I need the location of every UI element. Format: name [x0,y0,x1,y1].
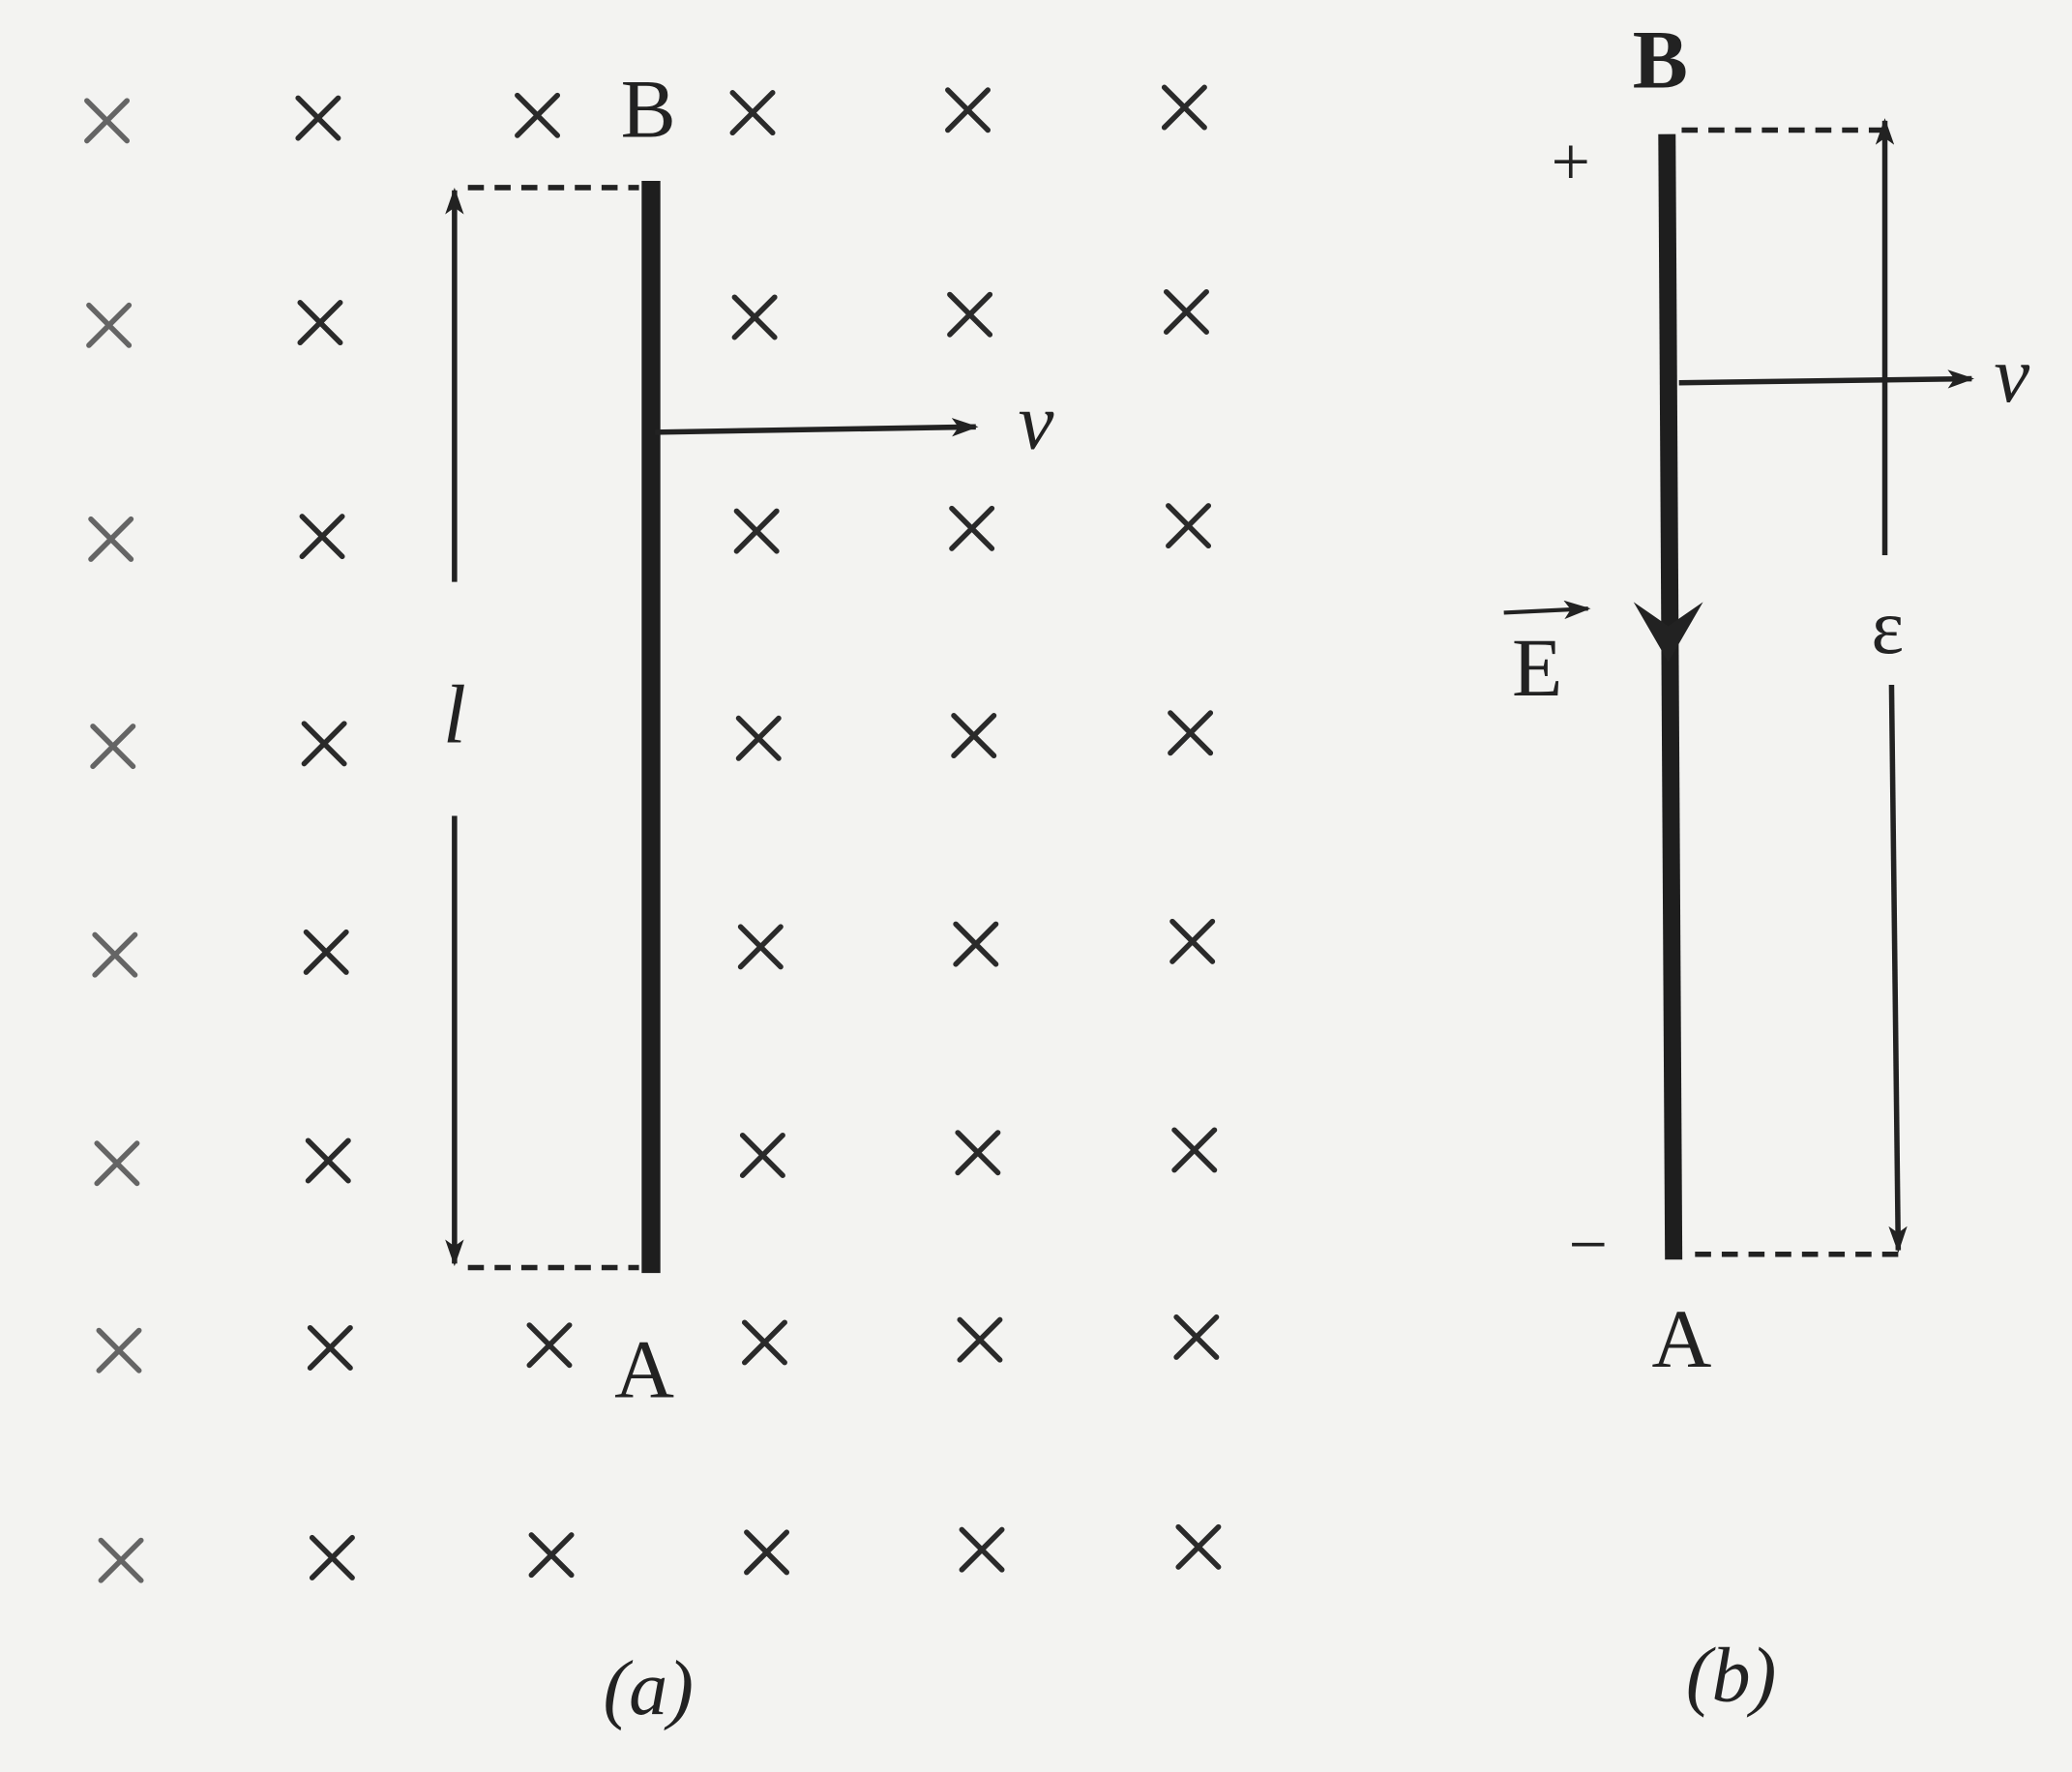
velocity-arrow [655,418,979,437]
cross-mark-icon [1175,1523,1222,1570]
magnetic-field-into-page [84,84,1222,1583]
figure-b: ε v B A + − E (b) [1503,14,2029,1718]
conducting-rod [1658,133,1683,1260]
emf-label: ε [1871,585,1904,670]
emf-arrow-down [1888,684,1908,1254]
figure-a: l v B A (a) [443,63,1054,1731]
length-label: l [443,668,466,760]
point-a-label: A [614,1324,674,1416]
minus-sign: − [1568,1206,1608,1284]
cross-mark-icon [1166,503,1212,549]
cross-mark-icon [739,1132,785,1178]
cross-mark-icon [951,713,997,759]
cross-mark-icon [729,90,776,136]
cross-mark-icon [731,294,778,340]
electric-field-label: E [1512,622,1562,714]
cross-mark-icon [84,98,131,144]
point-a-label: A [1652,1293,1712,1385]
cross-mark-icon [299,514,345,560]
cross-mark-icon [303,929,349,975]
vector-arrow-icon [1503,600,1591,620]
cross-mark-icon [744,1529,790,1576]
cross-mark-icon [957,1316,1003,1363]
cross-mark-icon [309,1534,355,1580]
cross-mark-icon [945,87,992,133]
cross-mark-icon [953,921,999,967]
cross-mark-icon [959,1526,1005,1573]
cross-mark-icon [947,291,993,338]
caption-b: (b) [1686,1633,1776,1718]
cross-mark-icon [1173,1314,1220,1360]
cross-mark-icon [94,1140,140,1187]
cross-mark-icon [86,302,133,348]
cross-mark-icon [295,95,341,141]
velocity-label: v [1994,330,2029,419]
caption-a: (a) [604,1646,694,1731]
cross-mark-icon [1169,918,1216,964]
cross-mark-icon [1163,288,1209,335]
velocity-arrow [1678,369,1975,389]
cross-mark-icon [90,724,136,770]
field-direction-arrowhead [1633,602,1703,663]
cross-mark-icon [955,1130,1001,1176]
cross-mark-icon [92,931,138,978]
cross-mark-icon [741,1319,787,1366]
cross-mark-icon [1168,710,1214,756]
cross-mark-icon [305,1137,351,1184]
plus-sign: + [1552,123,1591,200]
rod-region-background [467,185,642,1271]
velocity-label: v [1019,376,1054,465]
cross-mark-icon [1171,1127,1218,1173]
point-b-label: B [621,63,676,155]
cross-mark-icon [526,1322,573,1369]
cross-mark-icon [301,721,347,767]
point-b-label: B [1633,14,1688,105]
cross-mark-icon [737,924,784,970]
cross-mark-icon [297,300,343,346]
cross-mark-icon [515,92,561,138]
cross-mark-icon [1161,84,1207,131]
cross-mark-icon [735,715,782,761]
cross-mark-icon [949,505,995,551]
cross-mark-icon [98,1537,144,1583]
cross-mark-icon [88,516,134,562]
cross-mark-icon [733,508,780,554]
cross-mark-icon [528,1532,575,1579]
cross-mark-icon [96,1327,142,1373]
cross-mark-icon [307,1324,353,1371]
